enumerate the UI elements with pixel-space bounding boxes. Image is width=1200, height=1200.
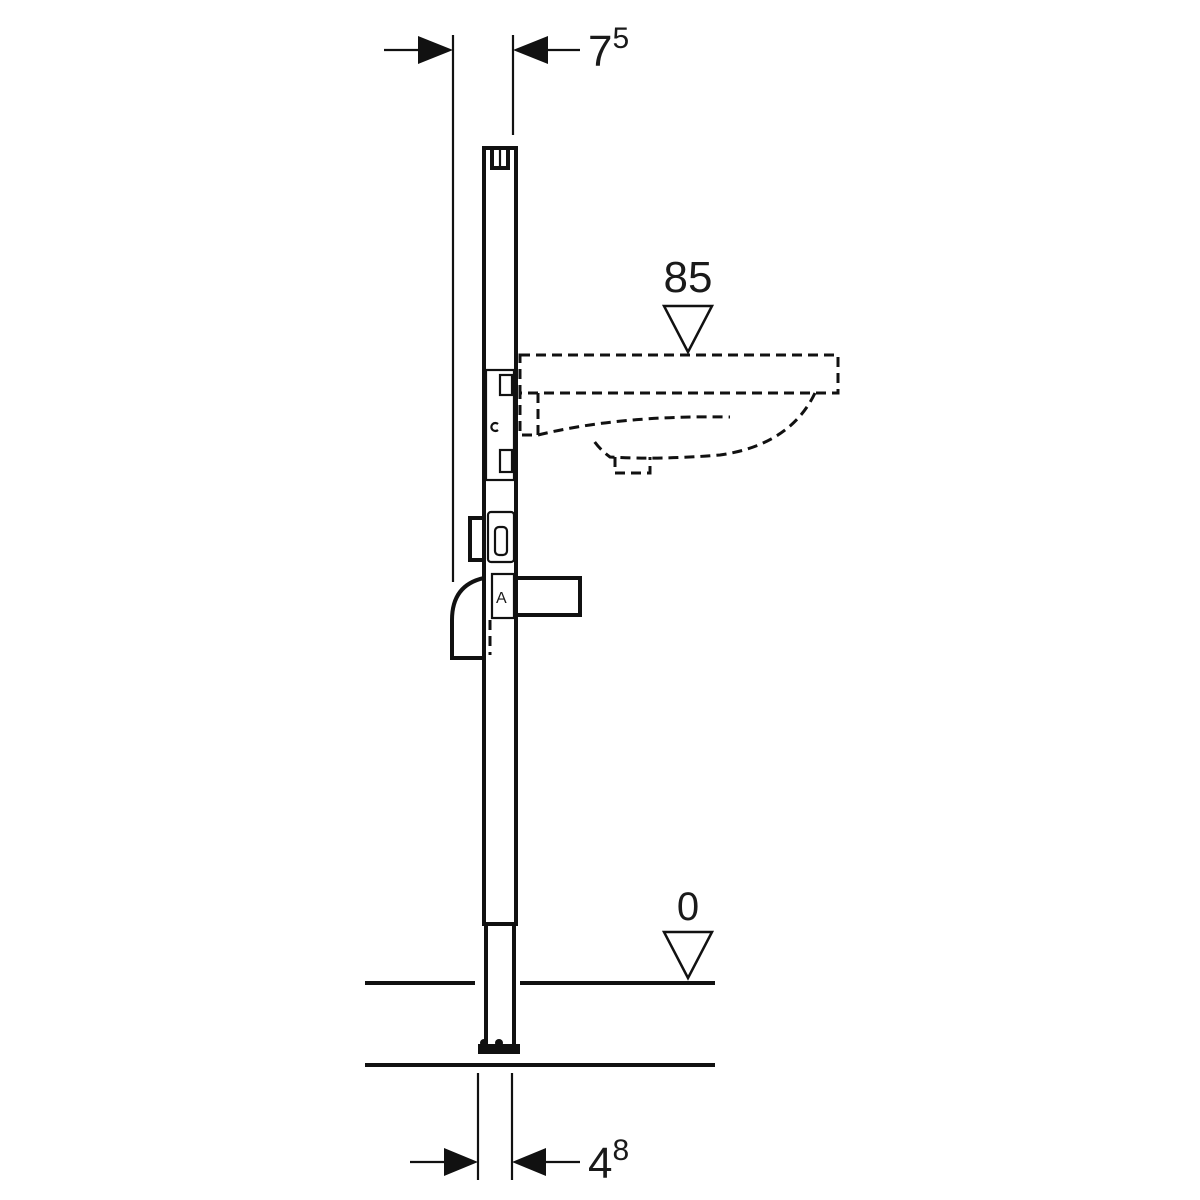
waste-pipe xyxy=(514,576,582,617)
frame-upright: A xyxy=(468,146,518,926)
svg-text:A: A xyxy=(496,590,507,607)
frame-foot-leg xyxy=(484,922,516,1048)
top-cap xyxy=(490,148,510,170)
arrow-left-icon xyxy=(513,36,548,64)
bottom-width-dimension: 48 xyxy=(410,1073,629,1188)
bottom-dimension-label: 48 xyxy=(588,1134,629,1188)
arrow-right-icon xyxy=(444,1148,478,1176)
level-triangle-icon xyxy=(661,930,715,981)
wall-bracket xyxy=(468,516,484,562)
drain-bend xyxy=(450,576,485,660)
supply-connection xyxy=(486,510,516,564)
basin-bracket xyxy=(484,368,516,482)
foot-plate xyxy=(478,1044,520,1054)
top-width-dimension: 75 xyxy=(384,22,629,582)
basin-level-marker: 85 xyxy=(661,253,715,355)
floor-level-label: 0 xyxy=(677,885,699,929)
arrow-right-icon xyxy=(418,36,453,64)
top-dimension-label: 75 xyxy=(588,22,629,76)
arrow-left-icon xyxy=(512,1148,546,1176)
washbasin-outline xyxy=(518,353,840,475)
basin-level-label: 85 xyxy=(664,253,713,302)
floor-level-marker: 0 xyxy=(661,885,715,981)
level-triangle-icon xyxy=(661,304,715,355)
